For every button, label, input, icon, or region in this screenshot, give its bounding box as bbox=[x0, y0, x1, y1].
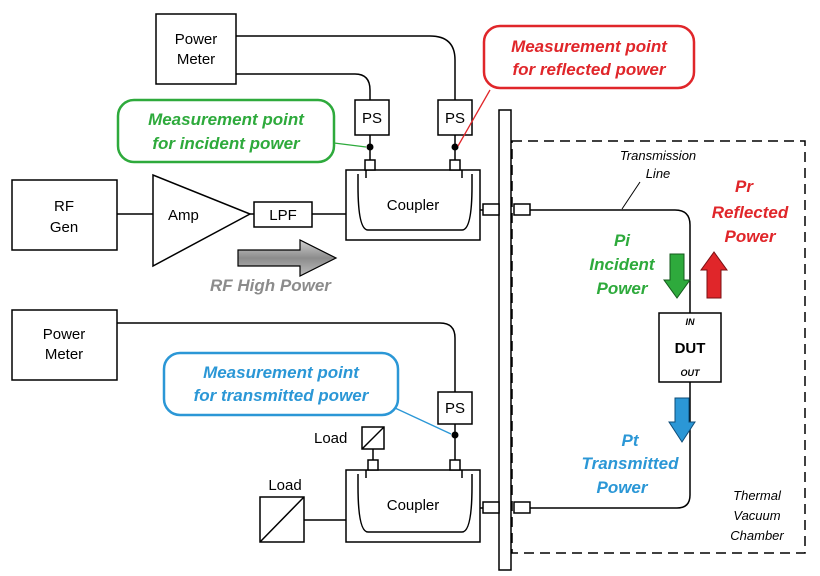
rf-generator: RF Gen bbox=[11, 179, 118, 251]
power-sensor-incident: PS bbox=[354, 99, 390, 151]
power-sensor-transmitted: PS bbox=[437, 391, 473, 439]
lpf-label: LPF bbox=[269, 207, 297, 224]
thermal-chamber-label-line1: Thermal bbox=[733, 488, 782, 503]
amplifier-label: Amp bbox=[168, 207, 199, 224]
thermal-chamber-label-line2: Vacuum bbox=[733, 508, 780, 523]
connector-bottom-inner bbox=[513, 501, 531, 514]
callout-incident-leader bbox=[333, 142, 367, 148]
transmission-line-label-line2: Line bbox=[646, 166, 671, 181]
reflected-power-symbol: Pr bbox=[735, 177, 754, 196]
connector-top-inner bbox=[513, 203, 531, 216]
coupler-bottom: Coupler bbox=[345, 459, 481, 543]
rf-high-power-label: RF High Power bbox=[210, 276, 332, 295]
low-pass-filter: LPF bbox=[253, 201, 313, 228]
incident-power-symbol: Pi bbox=[614, 231, 631, 250]
transmitted-power-line2: Transmitted bbox=[582, 454, 680, 473]
coupler-top-label: Coupler bbox=[387, 197, 440, 214]
transmitted-power-symbol: Pt bbox=[622, 431, 640, 450]
dut-label: DUT bbox=[675, 340, 706, 357]
coupler-top: Coupler bbox=[345, 159, 481, 241]
power-sensor-transmitted-label: PS bbox=[445, 400, 465, 417]
thermal-chamber-label-line3: Chamber bbox=[730, 528, 784, 543]
dut-out-label: OUT bbox=[681, 368, 702, 378]
thermal-vacuum-chamber-boundary bbox=[511, 140, 806, 554]
dut-in-label: IN bbox=[686, 317, 696, 327]
power-meter-top: Power Meter bbox=[155, 13, 237, 85]
callout-reflected-leader bbox=[457, 89, 491, 147]
incident-power-line3: Power bbox=[596, 279, 648, 298]
power-meter-top-label-line2: Meter bbox=[177, 51, 215, 68]
power-sensor-reflected: PS bbox=[437, 99, 473, 151]
callout-reflected-line2: for reflected power bbox=[512, 60, 666, 79]
connector-bottom-outer bbox=[482, 501, 500, 514]
reflected-power-line3: Power bbox=[724, 227, 776, 246]
reflected-power-up-arrow bbox=[700, 251, 728, 299]
feedthrough-wall bbox=[498, 109, 512, 571]
power-meter-top-label-line1: Power bbox=[175, 31, 218, 48]
transmitted-power-line3: Power bbox=[596, 478, 648, 497]
connector-top-outer bbox=[482, 203, 500, 216]
power-meter-bottom-label-line1: Power bbox=[43, 326, 86, 343]
callout-reflected-line1: Measurement point bbox=[511, 37, 668, 56]
amplifier: Amp bbox=[152, 173, 252, 268]
transmitted-measurement-dot bbox=[451, 431, 459, 439]
callout-transmitted: Measurement point for transmitted power bbox=[162, 351, 400, 417]
callout-incident-line1: Measurement point bbox=[148, 110, 305, 129]
incident-power-line2: Incident bbox=[589, 255, 656, 274]
rf-high-power-arrow bbox=[237, 239, 338, 277]
rf-gen-label-line1: RF bbox=[54, 198, 74, 215]
callout-incident: Measurement point for incident power bbox=[116, 98, 336, 164]
callout-reflected: Measurement point for reflected power bbox=[482, 24, 696, 90]
reflected-measurement-dot bbox=[451, 143, 459, 151]
load-small: Load bbox=[314, 426, 385, 450]
coupler-bottom-label: Coupler bbox=[387, 497, 440, 514]
callout-transmitted-leader bbox=[394, 407, 452, 435]
power-sensor-reflected-label: PS bbox=[445, 110, 465, 127]
transmitted-power-down-arrow bbox=[668, 397, 696, 443]
power-sensor-incident-label: PS bbox=[362, 110, 382, 127]
callout-transmitted-line2: for transmitted power bbox=[194, 386, 370, 405]
power-meter-bottom-label-line2: Meter bbox=[45, 346, 83, 363]
load-big: Load bbox=[259, 477, 305, 543]
transmission-line-leader bbox=[621, 181, 641, 210]
transmission-line-label-line1: Transmission bbox=[620, 148, 696, 163]
load-big-label: Load bbox=[268, 477, 301, 494]
reflected-power-line2: Reflected bbox=[712, 203, 789, 222]
callout-incident-line2: for incident power bbox=[152, 134, 301, 153]
incident-measurement-dot bbox=[366, 143, 374, 151]
load-small-label: Load bbox=[314, 430, 347, 447]
dut: IN DUT OUT bbox=[658, 312, 722, 383]
callout-transmitted-line1: Measurement point bbox=[203, 363, 360, 382]
rf-gen-label-line2: Gen bbox=[50, 219, 78, 236]
incident-power-down-arrow bbox=[663, 253, 691, 299]
power-meter-bottom: Power Meter bbox=[11, 309, 118, 381]
